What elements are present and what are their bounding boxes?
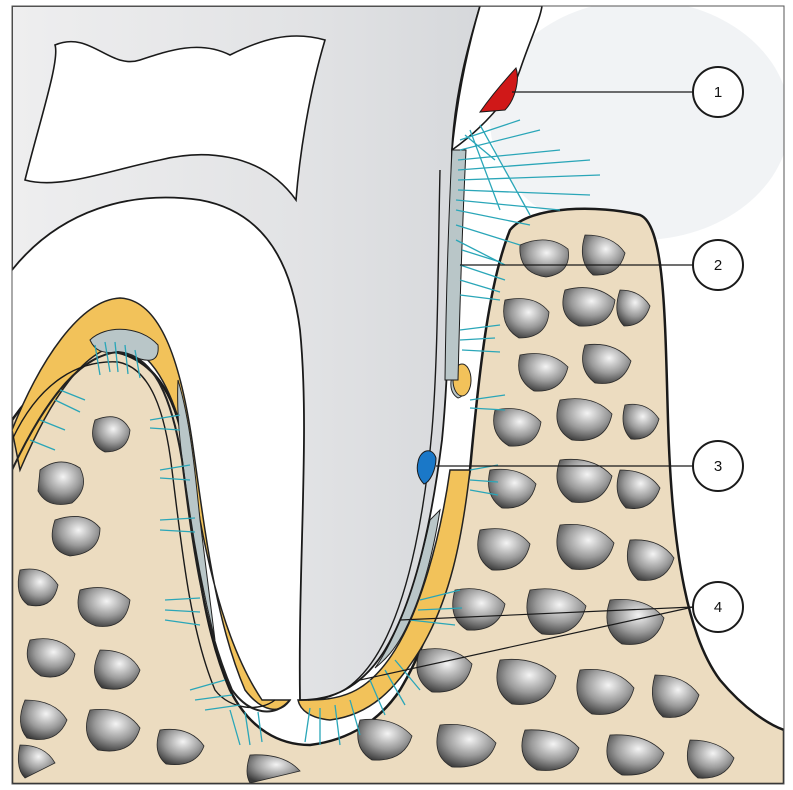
callout-label: 1: [714, 84, 722, 101]
callout-4: 4: [693, 582, 743, 632]
callout-3: 3: [693, 441, 743, 491]
callout-2: 2: [693, 240, 743, 290]
callout-label: 2: [714, 257, 722, 274]
callout-label: 3: [714, 458, 722, 475]
gingiva-haze: [490, 0, 790, 240]
callout-label: 4: [714, 599, 722, 616]
callout-1: 1: [693, 67, 743, 117]
